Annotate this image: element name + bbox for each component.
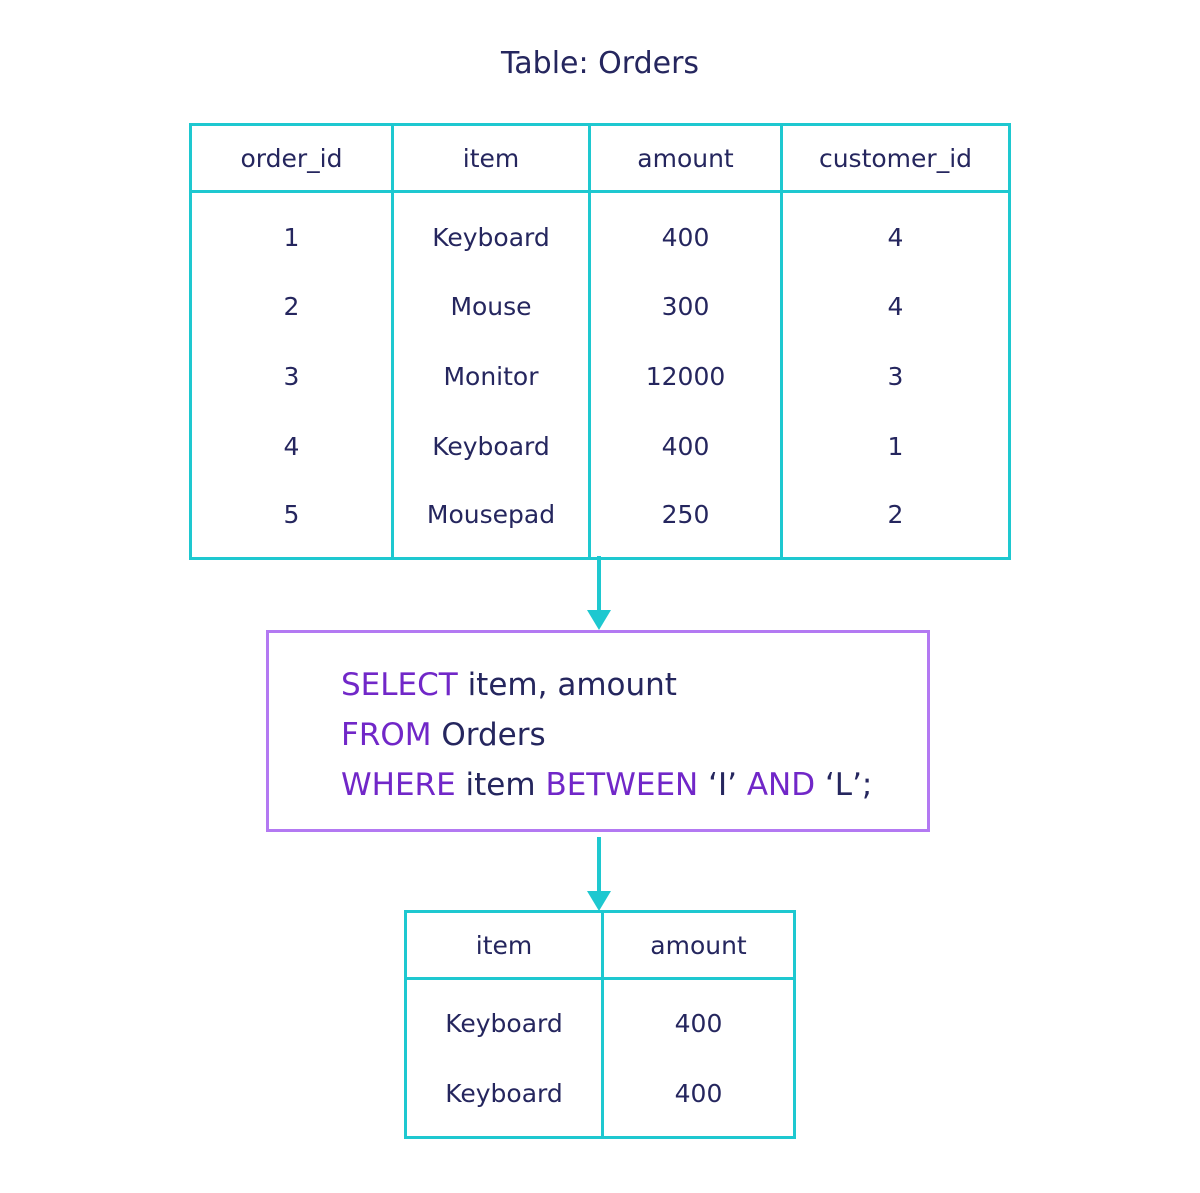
orders-header-cell: item (391, 124, 591, 193)
table-cell: Keyboard (391, 411, 591, 481)
table-cell: 12000 (588, 341, 783, 411)
sql-text: item, amount (457, 667, 677, 703)
sql-keyword: AND (746, 767, 816, 803)
result-header-cell: amount (601, 911, 796, 980)
table-row: 4 Keyboard 400 1 (189, 411, 1011, 481)
table-cell: 1 (780, 411, 1011, 481)
sql-query-box: SELECT item, amount FROM Orders WHERE it… (266, 630, 930, 832)
table-cell: 1 (189, 191, 394, 271)
sql-keyword: FROM (341, 717, 432, 753)
table-cell: Monitor (391, 341, 591, 411)
table-cell: 2 (780, 481, 1011, 559)
table-row: Keyboard 400 (404, 978, 796, 1058)
sql-keyword: BETWEEN (545, 767, 699, 803)
sql-keyword: SELECT (341, 667, 458, 703)
orders-header-cell: order_id (189, 124, 394, 193)
down-arrow-icon (587, 837, 611, 911)
sql-text: item (455, 767, 546, 803)
table-cell: 5 (189, 481, 394, 559)
table-cell: 2 (189, 271, 394, 341)
table-row: 2 Mouse 300 4 (189, 271, 1011, 341)
table-row: 3 Monitor 12000 3 (189, 341, 1011, 411)
table-row: Keyboard 400 (404, 1058, 796, 1138)
sql-text: ‘L’; (815, 767, 873, 803)
table-cell: 4 (780, 191, 1011, 271)
orders-table: order_id item amount customer_id 1 Keybo… (189, 123, 1011, 560)
table-cell: 3 (189, 341, 394, 411)
table-cell: 300 (588, 271, 783, 341)
sql-keyword: WHERE (341, 767, 456, 803)
down-arrow-icon (587, 556, 611, 630)
orders-header-cell: customer_id (780, 124, 1011, 193)
diagram-title: Table: Orders (500, 46, 700, 81)
table-cell: 4 (780, 271, 1011, 341)
table-row: 5 Mousepad 250 2 (189, 481, 1011, 559)
table-cell: Keyboard (404, 978, 604, 1058)
result-header-cell: item (404, 911, 604, 980)
query-line-from: FROM Orders (341, 717, 546, 753)
table-cell: 400 (601, 1058, 796, 1138)
table-cell: 250 (588, 481, 783, 559)
table-cell: Keyboard (391, 191, 591, 271)
result-header-row: item amount (404, 911, 796, 980)
table-cell: Keyboard (404, 1058, 604, 1138)
table-row: 1 Keyboard 400 4 (189, 191, 1011, 271)
table-cell: 400 (588, 191, 783, 271)
table-cell: 3 (780, 341, 1011, 411)
table-cell: Mousepad (391, 481, 591, 559)
table-cell: 400 (601, 978, 796, 1058)
query-line-where: WHERE item BETWEEN ‘I’ AND ‘L’; (341, 767, 872, 803)
table-cell: Mouse (391, 271, 591, 341)
sql-text: ‘I’ (698, 767, 747, 803)
orders-header-row: order_id item amount customer_id (189, 124, 1011, 193)
result-table: item amount Keyboard 400 Keyboard 400 (404, 910, 796, 1139)
table-cell: 4 (189, 411, 394, 481)
sql-text: Orders (431, 717, 546, 753)
query-line-select: SELECT item, amount (341, 667, 677, 703)
orders-header-cell: amount (588, 124, 783, 193)
table-cell: 400 (588, 411, 783, 481)
